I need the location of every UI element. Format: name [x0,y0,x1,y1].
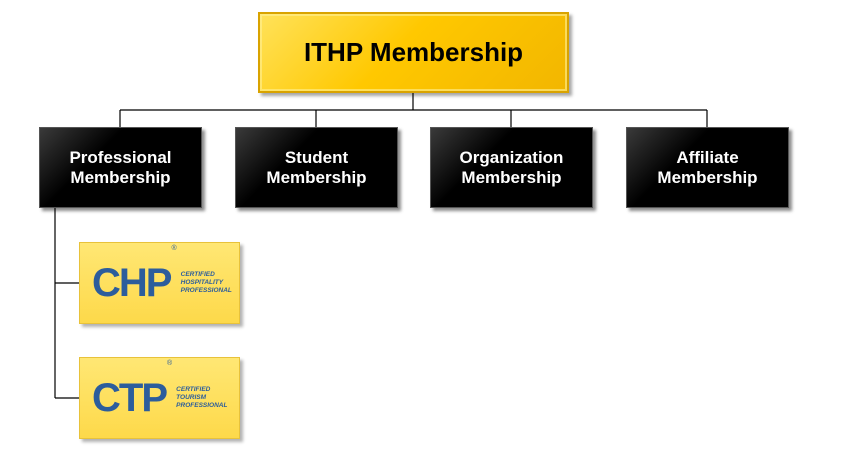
node-label-line1: Affiliate [676,147,739,167]
ctp-certification-logo: CTP ® CERTIFIED TOURISM PROFESSIONAL [79,357,240,439]
cert-desc-line3: PROFESSIONAL [176,402,228,409]
cert-desc-line2: TOURISM [176,394,207,401]
cert-desc-line2: HOSPITALITY [180,279,224,286]
node-label-line2: Membership [657,167,758,187]
cert-desc-line3: PROFESSIONAL [180,287,232,294]
ctp-description: CERTIFIED TOURISM PROFESSIONAL [176,386,227,410]
ctp-abbreviation: CTP [92,376,168,420]
node-label-line2: Membership [70,167,171,187]
chp-abbreviation: CHP [92,261,172,305]
node-affiliate-membership: Affiliate Membership [626,127,789,208]
node-label-line1: Organization [459,147,564,167]
node-label-line1: Professional [69,147,172,167]
cert-desc-line1: CERTIFIED [180,271,215,278]
registered-mark: ® [171,245,177,252]
node-student-membership: Student Membership [235,127,398,208]
root-node-ithp-membership: ITHP Membership [258,12,569,93]
node-label-line1: Student [284,147,349,167]
cert-desc-line1: CERTIFIED [176,386,211,393]
chp-description: CERTIFIED HOSPITALITY PROFESSIONAL [181,271,232,295]
node-organization-membership: Organization Membership [430,127,593,208]
node-professional-membership: Professional Membership [39,127,202,208]
chp-certification-logo: CHP ® CERTIFIED HOSPITALITY PROFESSIONAL [79,242,240,324]
registered-mark: ® [167,360,173,367]
node-label-line2: Membership [461,167,562,187]
root-node-label: ITHP Membership [303,37,524,67]
node-label-line2: Membership [266,167,367,187]
